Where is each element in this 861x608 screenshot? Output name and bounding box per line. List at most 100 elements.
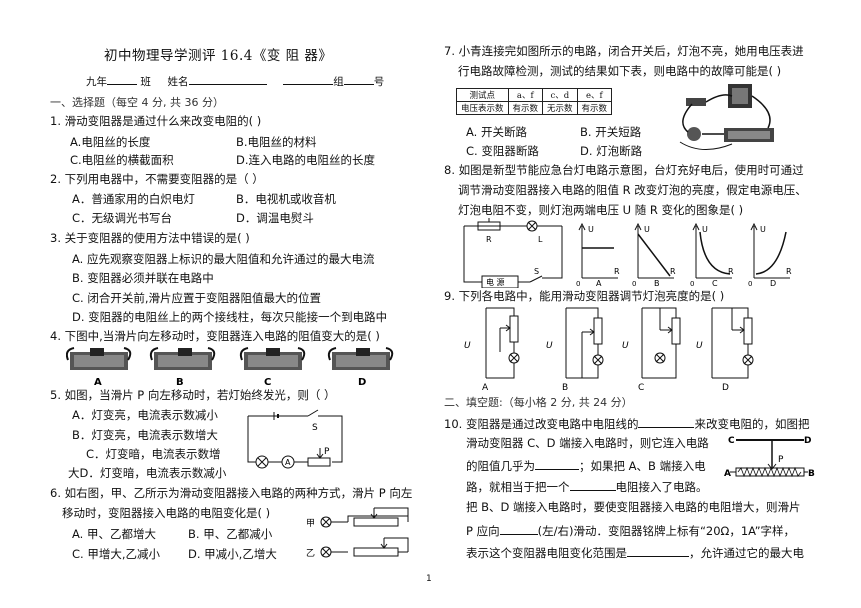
q5-option-b[interactable]: B．灯变亮，电流表示数增大	[72, 428, 218, 442]
q8-graph-label-d: D	[770, 279, 776, 288]
q8-graph-c-u: U	[702, 225, 708, 234]
q9-circuit-c: U C	[622, 307, 681, 392]
q8-graph-c-origin: 0	[690, 280, 694, 288]
q8-graph-d-u: U	[760, 225, 766, 234]
q10-text-7b: ，允许通过它的最大电	[689, 546, 804, 560]
section1-title: 一、选择题（每空 4 分, 共 36 分）	[50, 96, 224, 109]
q6-option-d[interactable]: D. 甲减小,乙增大	[188, 547, 277, 561]
q9-c-voltage: U	[622, 341, 629, 351]
grade-blank[interactable]	[107, 72, 137, 85]
q5-stem: 5. 如图，当滑片 P 向左移动时，若灯始终发光，则（ ）	[50, 388, 336, 402]
q3-stem: 3. 关于变阻器的使用方法中错误的是( )	[50, 231, 250, 245]
q6-circuit-diagrams: 甲 乙	[306, 507, 409, 559]
q8-graph-c-r: R	[728, 267, 734, 276]
q5-option-c[interactable]: C．灯变暗，电流表示数增	[86, 447, 221, 461]
q7-table-cell: 有示数	[576, 101, 613, 115]
q4-stem: 4. 下图中,当滑片向左移动时，变阻器连入电路的阻值变大的是( )	[50, 329, 380, 343]
q4-label-b: B	[176, 377, 184, 388]
q10-terminal-a: A	[724, 469, 731, 479]
info-name: 姓名	[167, 76, 189, 88]
info-class: 班	[140, 76, 151, 88]
info-group: 组	[333, 76, 344, 88]
q9-a-voltage: U	[464, 341, 471, 351]
q10-line1: 10. 变阻器是通过改变电路中电阻线的来改变电阻的，如图把	[444, 415, 809, 432]
q10-text-6b: (左/右)滑动．变阻器铭牌上标有“20Ω，1A”字样，	[537, 524, 796, 538]
q5-ammeter-label: A	[285, 458, 291, 467]
q8-graph-b-u: U	[644, 225, 650, 234]
q8-graph-a: U R 0 A	[576, 222, 620, 288]
q10-line3: 的阻值几乎为；如果把 A、B 端接入电	[466, 457, 706, 474]
q4-rheostat-b	[149, 347, 216, 370]
q8-lamp-label: L	[538, 235, 543, 244]
q1-option-a[interactable]: A.电阻丝的长度	[70, 135, 151, 149]
q10-blank-1[interactable]	[638, 415, 695, 428]
q7-stem-line1: 7. 小青连接完如图所示的电路，闭合开关后，灯泡不亮，她用电压表进	[444, 44, 804, 58]
name-blank[interactable]	[188, 72, 267, 85]
q3-option-c[interactable]: C. 闭合开关前,滑片应置于变阻器阻值最大的位置	[72, 291, 321, 305]
q7-option-b[interactable]: B. 开关短路	[580, 125, 642, 139]
q4-rheostat-c	[239, 347, 306, 370]
q7-option-a[interactable]: A. 开关断路	[466, 125, 527, 139]
q10-slider-p: P	[778, 455, 784, 465]
q4-rheostat-d	[327, 347, 394, 370]
q9-circuit-a: U A	[464, 307, 520, 392]
q10-terminal-b: B	[808, 469, 815, 479]
q5-option-d[interactable]: 大D．灯变暗，电流表示数减小	[68, 466, 227, 480]
q10-terminal-c: C	[728, 436, 735, 446]
q8-graph-d: U R 0 D	[748, 222, 792, 288]
q9-label-b: B	[562, 383, 568, 392]
q1-stem: 1. 滑动变阻器是通过什么来改变电阻的( )	[50, 114, 262, 128]
q3-option-a[interactable]: A. 应先观察变阻器上标识的最大阻值和允许通过的最大电流	[72, 252, 375, 266]
q2-option-a[interactable]: A．普通家用的白炽电灯	[72, 192, 195, 206]
q7-circuit-photo	[679, 84, 774, 150]
q1-option-b[interactable]: B.电阻丝的材料	[236, 135, 317, 149]
group-blank[interactable]	[283, 72, 334, 85]
q9-stem: 9. 下列各电路中，能用滑动变阻器调节灯泡亮度的是( )	[444, 289, 725, 303]
q6-stem-line1: 6. 如右图，甲、乙所示为滑动变阻器接入电路的两种方式，滑片 P 向左	[50, 486, 413, 500]
q2-stem: 2. 下列用电器中，不需要变阻器的是（ ）	[50, 172, 264, 186]
q8-graph-d-r: R	[786, 267, 792, 276]
q8-graph-b-origin: 0	[632, 280, 636, 288]
q5-slider-label: P	[324, 447, 330, 457]
q3-option-d[interactable]: D. 变阻器的电阻丝上的两个接线柱，每次只能接一个到电路中	[72, 310, 388, 324]
q7-table-cell: 电压表示数	[456, 101, 509, 115]
q8-circuit-and-graphs: R L 电 源 S U R 0 A U R 0 B U R 0 C	[463, 218, 792, 288]
q1-option-c[interactable]: C.电阻丝的横截面积	[70, 153, 174, 167]
q6-option-c[interactable]: C. 甲增大,乙减小	[72, 547, 160, 561]
q10-text-1a: 10. 变阻器是通过改变电路中电阻线的	[444, 417, 639, 431]
q6-option-b[interactable]: B. 甲、乙都减小	[188, 527, 273, 541]
page-number: 1	[426, 574, 432, 584]
q5-option-a[interactable]: A．灯变亮，电流表示数减小	[72, 408, 218, 422]
q9-circuit-b: U B	[546, 307, 604, 392]
q9-d-voltage: U	[696, 341, 703, 351]
section2-title: 二、填空题:（每小格 2 分, 共 24 分）	[444, 396, 633, 409]
q4-rheostat-figures: A B C D	[66, 347, 394, 388]
q7-table-cell: 有示数	[507, 101, 544, 115]
q10-line5: 把 B、D 端接入电路时，要使变阻器接入电路的电阻增大，则滑片	[466, 500, 801, 514]
number-blank[interactable]	[343, 72, 374, 85]
q8-graph-c: U R 0 C	[690, 222, 734, 288]
q7-option-c[interactable]: C. 变阻器断路	[466, 144, 539, 158]
q10-text-6a: P 应向	[466, 524, 500, 538]
q6-yi-label: 乙	[306, 548, 315, 559]
q2-option-b[interactable]: B．电视机或收音机	[236, 192, 336, 206]
q7-option-d[interactable]: D. 灯泡断路	[580, 144, 643, 158]
q8-stem-line2: 调节滑动变阻器接入电路的阻值 R 改变灯泡的亮度，假定电源电压、	[458, 183, 807, 197]
info-grade: 九年	[86, 76, 107, 88]
q10-blank-4[interactable]	[499, 522, 538, 535]
q6-option-a[interactable]: A. 甲、乙都增大	[72, 527, 156, 541]
q10-blank-2[interactable]	[535, 457, 579, 470]
q8-graph-label-b: B	[654, 279, 660, 288]
q8-graph-label-c: C	[712, 279, 718, 288]
q10-blank-5[interactable]	[627, 544, 689, 557]
q10-terminal-d: D	[804, 436, 811, 446]
q2-option-c[interactable]: C．无级调光书写台	[72, 211, 173, 225]
q1-option-d[interactable]: D.连入电路的电阻丝的长度	[236, 153, 376, 167]
q8-stem-line3: 灯泡电阻不变，则灯泡两端电压 U 随 R 变化的图象是( )	[458, 203, 744, 217]
q8-graph-b-r: R	[670, 267, 676, 276]
q2-option-d[interactable]: D．调温电熨斗	[236, 211, 314, 225]
q4-label-d: D	[358, 377, 366, 388]
q10-blank-3[interactable]	[569, 478, 616, 491]
q3-option-b[interactable]: B. 变阻器必须并联在电路中	[72, 271, 214, 285]
q6-stem-line2: 移动时，变阻器接入电路的电阻变化是( )	[62, 506, 271, 520]
